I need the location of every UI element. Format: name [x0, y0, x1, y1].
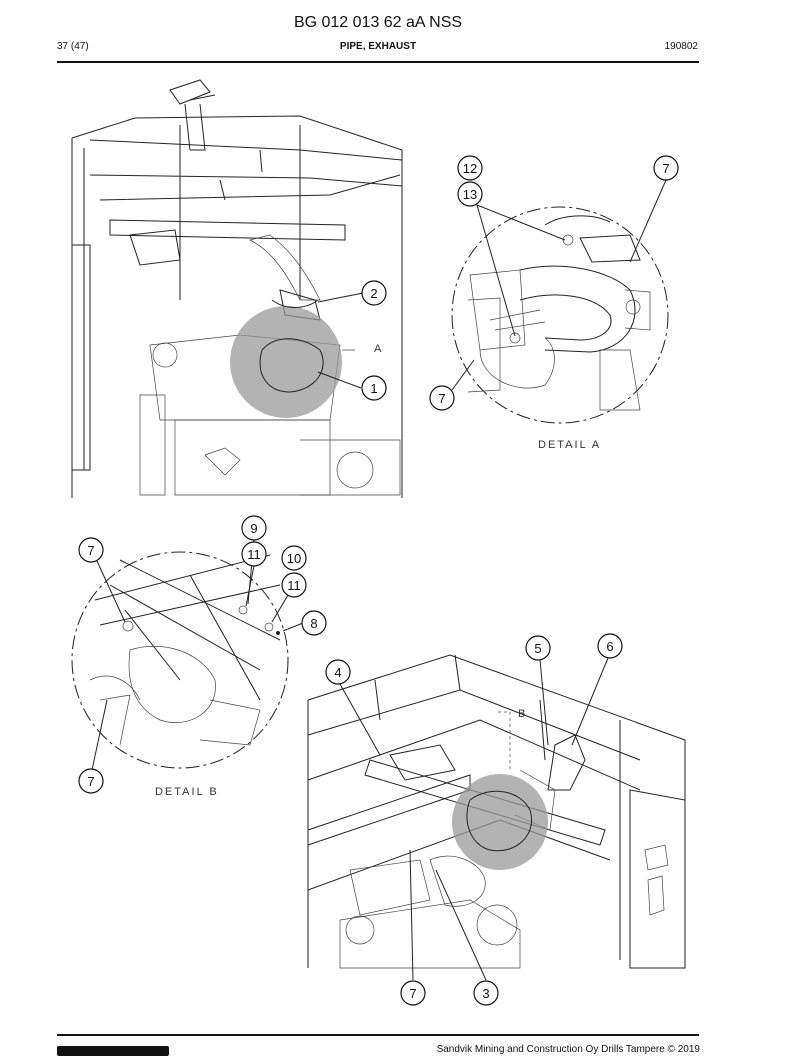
svg-text:7: 7	[409, 986, 416, 1001]
callout-13: 13	[457, 181, 483, 207]
callout-7-detail-b-bottom: 7	[78, 768, 104, 794]
callout-12: 12	[457, 155, 483, 181]
svg-text:9: 9	[250, 521, 257, 536]
callout-7-detail-a-top: 7	[653, 155, 679, 181]
page-number: 37 (47)	[57, 41, 89, 52]
callout-11-lower: 11	[281, 572, 307, 598]
svg-text:7: 7	[87, 543, 94, 558]
detail-a-marker: A	[374, 343, 383, 355]
callout-7-frame: 7	[400, 980, 426, 1006]
callout-2: 2	[361, 280, 387, 306]
company-logo	[57, 1046, 169, 1056]
detail-b-label: DETAIL B	[155, 786, 219, 798]
svg-text:7: 7	[438, 391, 445, 406]
svg-text:7: 7	[662, 161, 669, 176]
svg-text:11: 11	[287, 578, 301, 593]
callout-6: 6	[597, 633, 623, 659]
svg-text:1: 1	[370, 381, 377, 396]
callout-4: 4	[325, 659, 351, 685]
frame-view: B 4 5 6 7 3	[307, 633, 686, 1006]
footer-copyright: Sandvik Mining and Construction Oy Drill…	[436, 1044, 700, 1055]
callout-8: 8	[301, 610, 327, 636]
svg-text:6: 6	[606, 639, 613, 654]
detail-b-marker: B	[518, 708, 527, 720]
document-title: BG 012 013 62 aA NSS	[293, 14, 463, 31]
svg-text:13: 13	[463, 187, 477, 202]
callout-10: 10	[281, 545, 307, 571]
svg-text:8: 8	[310, 616, 317, 631]
svg-text:12: 12	[463, 161, 477, 176]
callout-5: 5	[525, 635, 551, 661]
document-date: 190802	[664, 41, 698, 52]
svg-text:4: 4	[334, 665, 341, 680]
footer-rule	[57, 1034, 699, 1036]
callout-7-detail-a-left: 7	[429, 385, 455, 411]
svg-text:3: 3	[482, 986, 489, 1001]
svg-text:11: 11	[247, 547, 261, 562]
svg-text:10: 10	[287, 551, 301, 566]
detail-a-label: DETAIL A	[538, 439, 601, 451]
overview-view: A 2 1	[71, 79, 403, 498]
callout-3: 3	[473, 980, 499, 1006]
callout-7-detail-b-top: 7	[78, 537, 104, 563]
callout-1: 1	[361, 375, 387, 401]
svg-text:7: 7	[87, 774, 94, 789]
svg-text:5: 5	[534, 641, 541, 656]
svg-text:2: 2	[370, 286, 377, 301]
detail-b-view: 7 9 11 10 11 8 7 DETAIL B	[71, 515, 327, 798]
section-title: PIPE, EXHAUST	[339, 41, 417, 52]
callout-11-upper: 11	[241, 541, 267, 567]
callout-9: 9	[241, 515, 267, 541]
header-rule	[57, 61, 699, 63]
detail-a-view: 12 13 7 7 DETAIL A	[429, 155, 679, 451]
